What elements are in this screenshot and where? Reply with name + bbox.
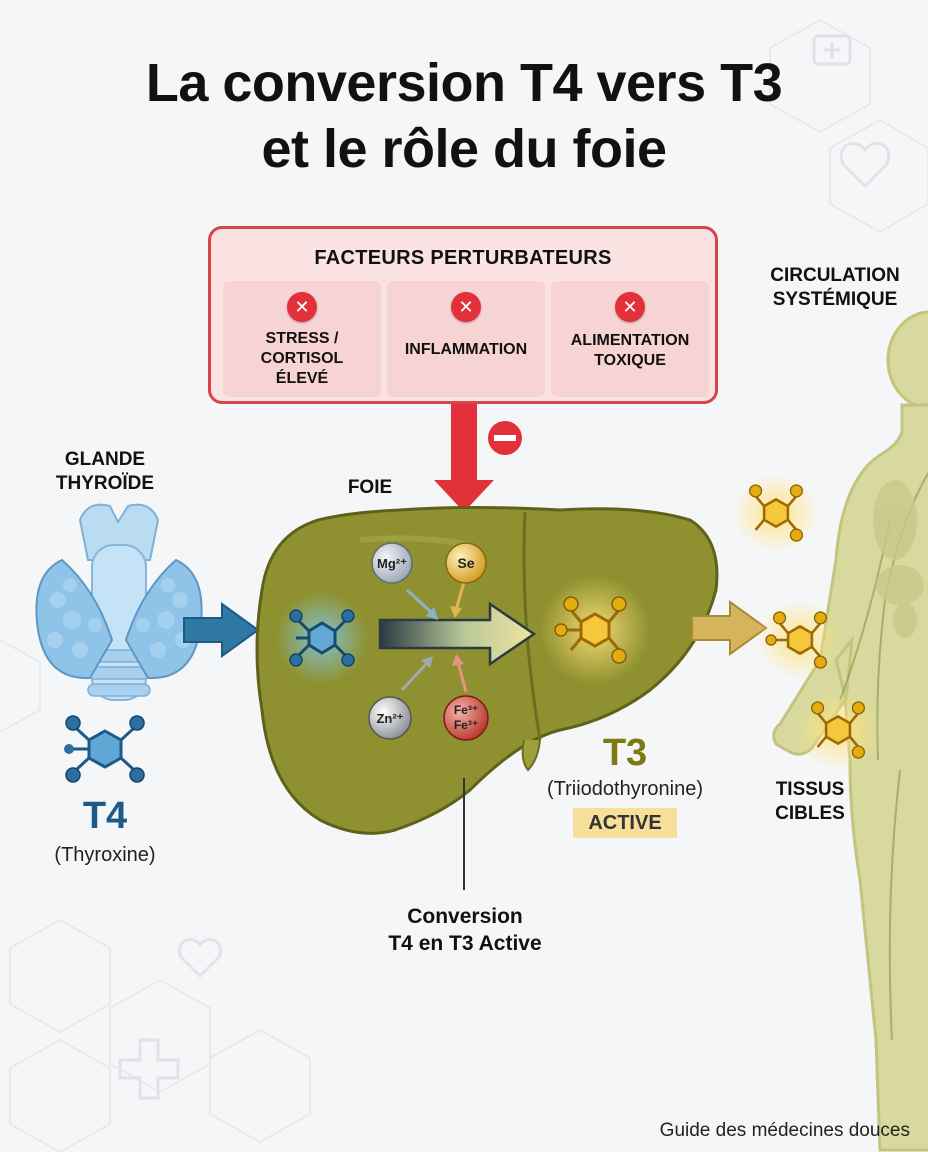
iron-orb [443,695,489,741]
factor-label-stress: STRESS / CORTISOL ÉLEVÉ [260,330,344,387]
t4-molecule-icon [64,715,145,783]
target-tissues-label: TISSUS CIBLES [775,779,845,824]
cofactor-fe-label-1: Fe³⁺ [454,703,478,717]
conversion-caption: Conversion T4 en T3 Active [388,905,542,955]
medical-cross-icon [118,34,852,1100]
disrupting-factors-box: FACTEURS PERTURBATEURS ✕ STRESS / CORTIS… [208,226,718,404]
t3-molecule-body-1 [749,484,803,542]
liver-label: FOIE [347,477,393,498]
inhibition-arrow [434,404,494,512]
t3-molecule-body-2 [765,611,827,669]
factor-label-inflammation: INFLAMMATION [404,341,528,358]
title-line-2: et le rôle du foie [261,119,667,179]
t4-full-name: (Thyroxine) [54,844,156,866]
factor-card-toxic-food: ✕ ALIMENTATION TOXIQUE [551,281,709,397]
minus-circle-icon [488,421,522,455]
t3-molecule-in-liver [554,596,627,664]
t4-name: T4 [82,795,128,837]
t3-active-badge: ACTIVE [573,808,677,838]
magnesium-orb [371,542,413,584]
t3-name: T3 [602,732,648,774]
close-x-icon: ✕ [287,292,317,322]
cofactor-se-label: Se [457,555,474,571]
t3-molecule-body-3 [811,701,865,759]
thyroid-gland-label: GLANDE THYROÏDE [55,449,155,494]
footer-credit: Guide des médecines douces [659,1120,910,1141]
cofactor-mg-label: Mg²⁺ [377,556,407,571]
heartbeat-icon [177,142,891,979]
body-lungs [873,480,924,638]
disrupting-factors-heading: FACTEURS PERTURBATEURS [314,247,612,269]
selenium-orb [445,542,487,584]
close-x-icon: ✕ [615,292,645,322]
factor-card-inflammation: ✕ INFLAMMATION [387,281,545,397]
cofactor-arrows [400,581,468,693]
conversion-arrow [378,601,537,667]
t4-molecule-in-liver [289,609,355,667]
page-title: La conversion T4 vers T3 et le rôle du f… [0,50,928,182]
factor-label-toxic-food: ALIMENTATION TOXIQUE [570,332,690,369]
thyroid-gland-illustration [35,503,203,701]
cofactor-fe-label-2: Fe³⁺ [454,718,478,732]
close-x-icon: ✕ [451,292,481,322]
conversion-callout-line [463,778,465,890]
systemic-circulation-label: CIRCULATION SYSTÉMIQUE [770,265,900,310]
cofactor-zn-label: Zn²⁺ [376,711,403,726]
zinc-orb [368,696,412,740]
title-line-1: La conversion T4 vers T3 [145,53,783,113]
arrow-liver-to-body [691,600,768,656]
t3-full-name: (Triiodothyronine) [547,778,703,800]
factor-card-stress: ✕ STRESS / CORTISOL ÉLEVÉ [223,281,381,397]
arrow-thyroid-to-liver [183,602,260,658]
